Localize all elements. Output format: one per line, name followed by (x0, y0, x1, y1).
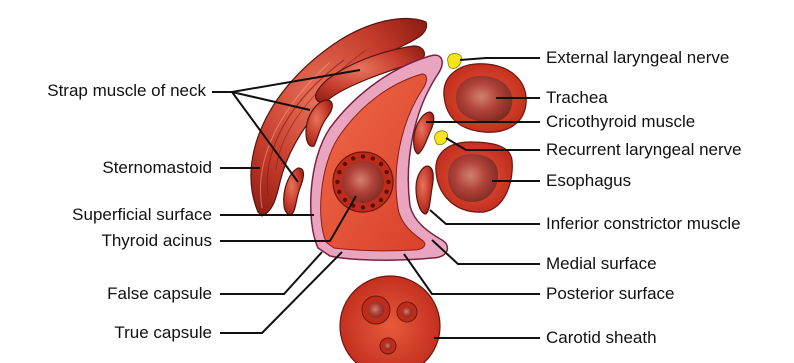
label-strap-muscle: Strap muscle of neck (47, 81, 206, 101)
follicle-cell-dot (371, 203, 375, 207)
carotid-sheath (340, 276, 440, 363)
external-laryngeal-nerve-shape (448, 53, 462, 68)
leader-posterior-surface (404, 254, 540, 294)
label-true-capsule: True capsule (114, 323, 212, 343)
follicle-cell-dot (351, 156, 355, 160)
label-external-laryngeal-nerve: External laryngeal nerve (546, 48, 729, 68)
leader-external-laryngeal-nerve (460, 58, 540, 60)
label-cricothyroid-muscle: Cricothyroid muscle (546, 112, 695, 132)
follicle-cell-dot (386, 180, 390, 184)
follicle-cell-dot (361, 154, 365, 158)
label-sternomastoid: Sternomastoid (102, 158, 212, 178)
follicle-cell-dot (361, 205, 365, 209)
leader-medial-surface (432, 240, 540, 264)
label-posterior-surface: Posterior surface (546, 284, 675, 304)
recurrent-laryngeal-nerve-shape (435, 131, 448, 145)
leader-true-capsule (220, 252, 342, 333)
label-esophagus: Esophagus (546, 171, 631, 191)
esophagus (436, 142, 512, 212)
follicle-cell-dot (337, 190, 341, 194)
label-thyroid-acinus: Thyroid acinus (101, 231, 212, 251)
label-trachea: Trachea (546, 88, 608, 108)
follicle-cell-dot (335, 180, 339, 184)
follicle-cell-dot (343, 198, 347, 202)
follicle-cell-dot (384, 170, 388, 174)
label-recurrent-laryngeal-nerve: Recurrent laryngeal nerve (546, 140, 742, 160)
follicle-cell-dot (343, 162, 347, 166)
follicle-cell-dot (379, 162, 383, 166)
label-false-capsule: False capsule (107, 284, 212, 304)
follicle-cell-dot (379, 198, 383, 202)
follicle-cell-dot (337, 170, 341, 174)
follicle-cell-dot (384, 190, 388, 194)
thyroid-acinus (333, 152, 393, 212)
inferior-constrictor-muscle (416, 166, 433, 214)
label-inferior-constrictor-muscle: Inferior constrictor muscle (546, 214, 741, 234)
label-medial-surface: Medial surface (546, 254, 657, 274)
label-carotid-sheath: Carotid sheath (546, 328, 657, 348)
label-superficial-surface: Superficial surface (72, 205, 212, 225)
follicle-cell-dot (371, 156, 375, 160)
